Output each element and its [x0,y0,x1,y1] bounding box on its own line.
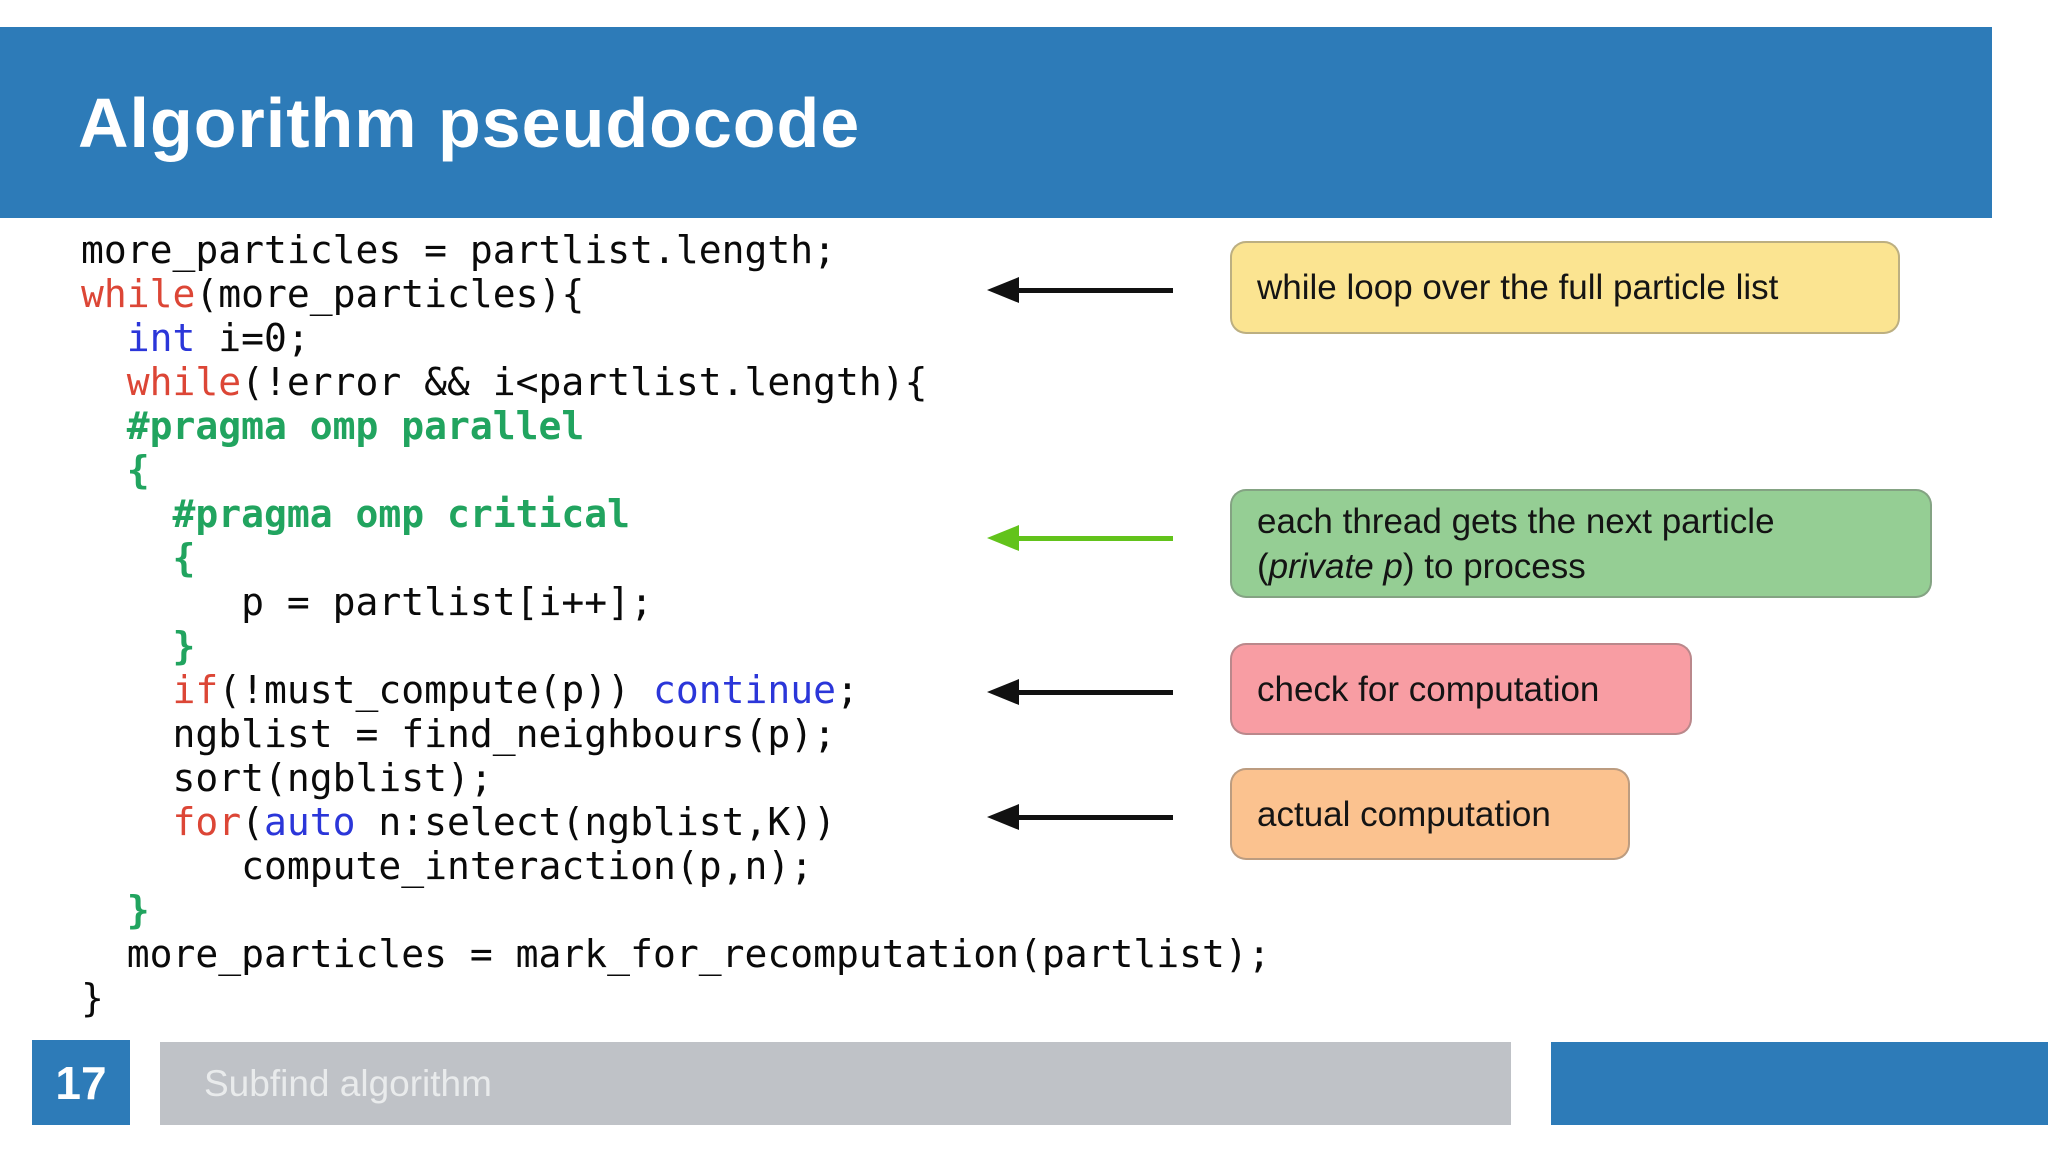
page-number-box: 17 [32,1040,130,1125]
footer-accent-bar [1551,1042,2048,1125]
arrow-left-green-icon [987,525,1173,551]
code-line: } [81,976,104,1020]
code-line: int i=0; [126,316,310,360]
slide-title: Algorithm pseudocode [78,83,861,162]
code-line: for(auto n:select(ngblist,K)) [172,800,836,844]
arrow-left-icon [987,277,1173,303]
code-line: ngblist = find_neighbours(p); [172,712,836,756]
code-line: more_particles = mark_for_recomputation(… [126,932,1271,976]
code-line: #pragma omp critical [172,492,631,536]
page-number: 17 [55,1056,107,1109]
arrowhead-icon [987,804,1019,830]
arrow-shaft [1015,287,1173,293]
note-next-particle: each thread gets the next particle (priv… [1230,489,1932,598]
note-check-computation: check for computation [1230,643,1692,735]
code-line: { [126,448,150,492]
code-line: if(!must_compute(p)) continue; [172,668,859,712]
note-text-line1: each thread gets the next particle [1257,501,1775,541]
header-bar: Algorithm pseudocode [0,27,1992,218]
note-italic-text: private p [1268,546,1403,586]
code-line: more_particles = partlist.length; [81,228,836,272]
note-text: while loop over the full particle list [1257,268,1779,307]
footer-bar: Subfind algorithm [160,1042,1511,1125]
code-line: } [172,624,196,668]
code-line: #pragma omp parallel [126,404,585,448]
note-while-loop: while loop over the full particle list [1230,241,1900,334]
note-actual-computation: actual computation [1230,768,1630,860]
arrowhead-icon [987,277,1019,303]
arrow-shaft [1015,814,1173,820]
note-text: actual computation [1257,794,1551,834]
code-line: p = partlist[i++]; [241,580,653,624]
code-line: } [126,888,150,932]
footer-title: Subfind algorithm [204,1062,492,1104]
code-block: more_particles = partlist.length;while(m… [81,228,1271,1020]
code-line: sort(ngblist); [172,756,493,800]
arrowhead-icon [987,525,1019,551]
note-text: check for computation [1257,669,1600,709]
code-line: while(more_particles){ [81,272,585,316]
code-line: compute_interaction(p,n); [241,844,814,888]
arrowhead-icon [987,679,1019,705]
arrow-shaft [1015,535,1173,541]
code-line: while(!error && i<partlist.length){ [126,360,928,404]
note-text-line2: (private p) to process [1257,546,1586,586]
code-line: { [172,536,196,580]
arrow-shaft [1015,689,1173,695]
arrow-left-icon [987,679,1173,705]
arrow-left-icon [987,804,1173,830]
